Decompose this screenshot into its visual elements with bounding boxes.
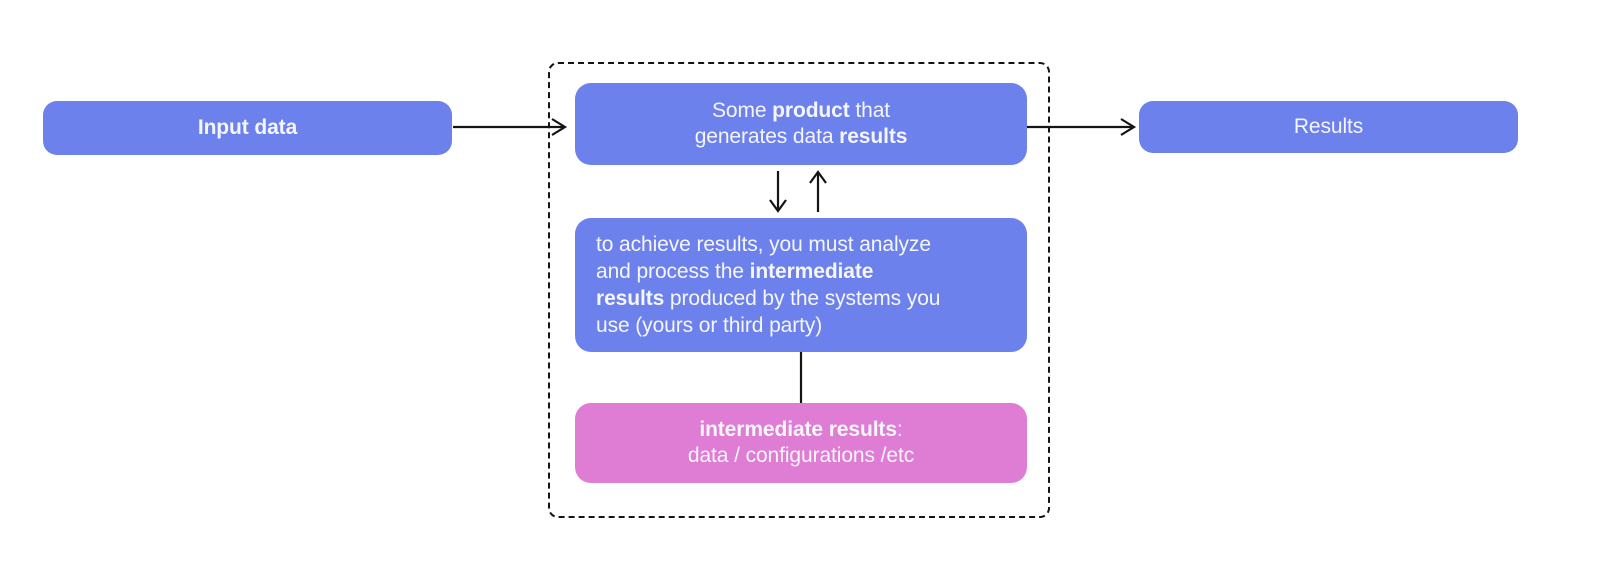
node-results-label: Results — [1293, 115, 1364, 138]
node-intermediate-results-label: intermediate results:data / configuratio… — [687, 418, 915, 467]
system-boundary — [548, 62, 1050, 518]
node-results: Results — [1139, 101, 1518, 153]
node-input-data: Input data — [43, 101, 452, 155]
node-input-data-label: Input data — [197, 116, 298, 139]
node-intermediate-results: intermediate results:data / configuratio… — [575, 403, 1027, 483]
